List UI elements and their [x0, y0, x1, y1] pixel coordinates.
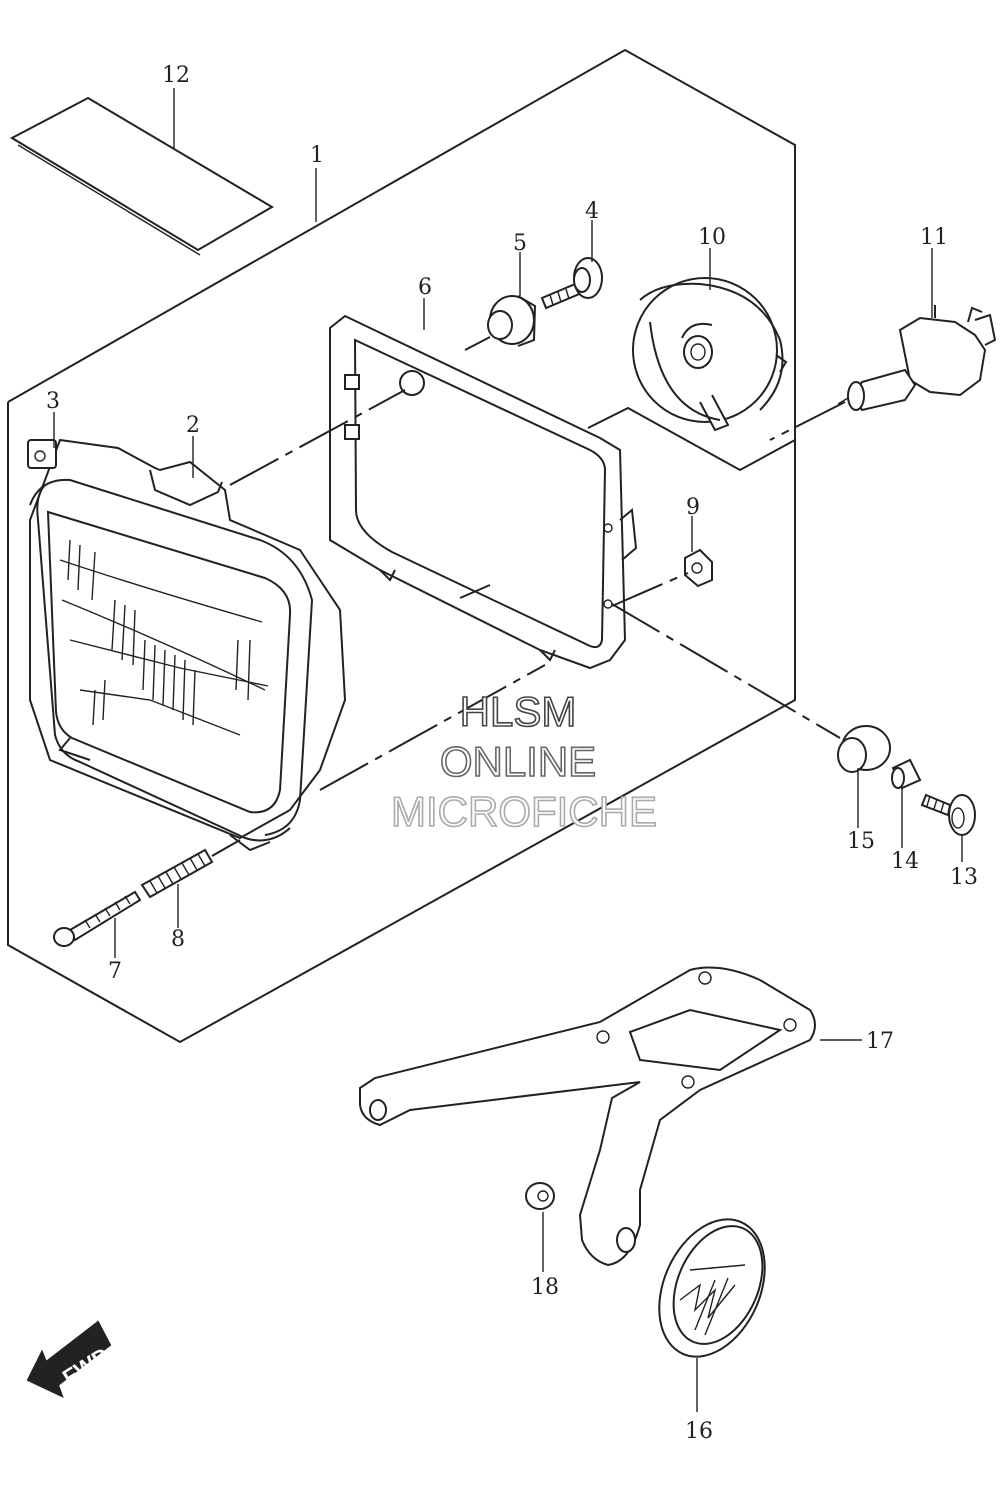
- part-label-14: 14: [891, 849, 919, 874]
- part-4-screw: [540, 257, 603, 310]
- guide-line-2-6: [229, 389, 406, 486]
- part-15-grommet: [837, 725, 891, 773]
- part-label-13: 13: [950, 865, 978, 890]
- part-11-bulb: [837, 305, 997, 412]
- leader-lines: [53, 88, 963, 1412]
- part-10-socket-cover: [632, 277, 788, 432]
- assembly-box-outline: [7, 48, 796, 1044]
- watermark-line-2: ONLINE: [440, 738, 596, 785]
- part-label-12: 12: [162, 63, 190, 88]
- guide-line-headlamp-frame: [319, 664, 546, 791]
- part-8-spring: [140, 848, 214, 899]
- guide-line-headlamp-spring: [211, 839, 241, 857]
- part-label-2: 2: [186, 413, 200, 438]
- part-13-screw: [920, 793, 976, 836]
- guide-line-11-10: [769, 401, 846, 441]
- part-3-clip: [27, 439, 57, 469]
- guide-line-6-5: [464, 336, 491, 351]
- part-12-sticker: [9, 96, 274, 256]
- part-label-5: 5: [513, 231, 527, 256]
- part-5-grommet: [487, 295, 537, 347]
- part-label-3: 3: [46, 389, 60, 414]
- part-label-8: 8: [171, 927, 185, 952]
- part-label-16: 16: [685, 1419, 713, 1444]
- part-label-10: 10: [698, 225, 726, 250]
- part-18-nut: [525, 1182, 555, 1210]
- guide-line-6-9: [611, 572, 689, 607]
- fwd-direction-arrow: FWD: [26, 1320, 114, 1398]
- part-16-reflector: [658, 1218, 766, 1358]
- part-label-1: 1: [310, 143, 324, 168]
- watermark-line-3: MICROFICHE: [391, 788, 657, 835]
- part-label-17: 17: [866, 1029, 894, 1054]
- part-6-frame: [329, 314, 638, 670]
- part-2-headlamp-unit: [29, 438, 347, 852]
- part-label-18: 18: [531, 1275, 559, 1300]
- part-17-bracket: [359, 966, 816, 1267]
- part-label-11: 11: [920, 225, 948, 250]
- part-label-7: 7: [108, 959, 122, 984]
- part-label-15: 15: [847, 829, 875, 854]
- part-14-collar: [891, 758, 922, 790]
- part-label-4: 4: [585, 199, 599, 224]
- assembly-box-step: [587, 406, 796, 472]
- guide-line-9-15: [611, 603, 841, 739]
- part-7-screw: [53, 890, 142, 947]
- part-9-nut: [684, 548, 713, 588]
- watermark-line-1: HLSM: [460, 688, 577, 735]
- part-label-9: 9: [686, 495, 700, 520]
- part-label-6: 6: [418, 275, 432, 300]
